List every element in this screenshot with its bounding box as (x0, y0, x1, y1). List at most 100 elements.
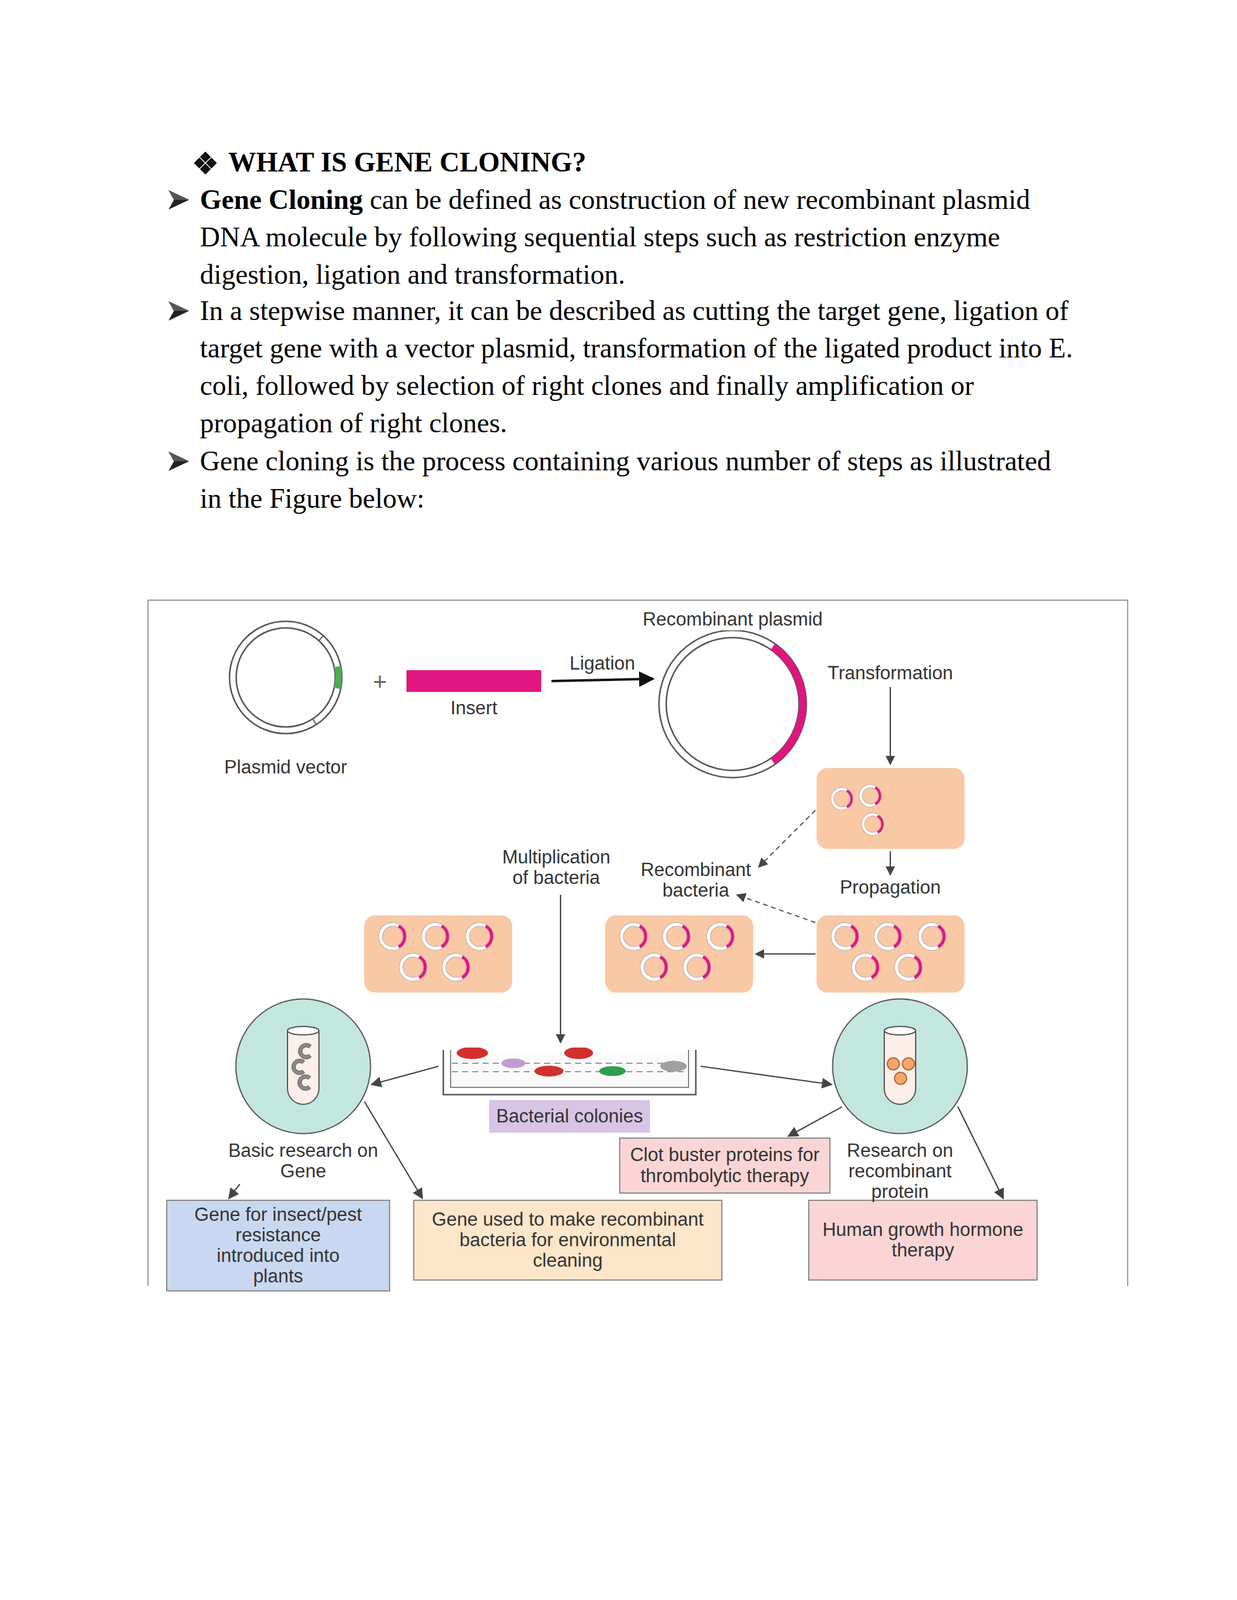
mini-plasmid (708, 924, 733, 949)
application-text: Gene used to make recombinant bacteria f… (427, 1209, 709, 1272)
bullet-arrow (168, 190, 190, 210)
gene-fragment (298, 1043, 312, 1060)
process-arrow (755, 953, 816, 955)
application-box: Gene for insect/pest resistance introduc… (166, 1200, 391, 1292)
application-box: Clot buster proteins for thrombolytic th… (619, 1137, 831, 1195)
body-text: In a stepwise manner, it can be describe… (199, 295, 1073, 439)
list-bullet (168, 301, 190, 321)
part-label: Recombinant plasmid (636, 608, 830, 631)
part-label: Plasmid vector (219, 756, 353, 779)
petri-dish: Bacterial colonies (442, 1047, 698, 1134)
connector-arrow (371, 1066, 439, 1085)
cut-site-tick (318, 636, 324, 641)
plasmid-inner (666, 637, 800, 771)
bacterial-colony (660, 1061, 687, 1073)
plasmid-ring (636, 630, 830, 782)
step-label: Transformation (827, 663, 953, 684)
bacterial-colony (456, 1047, 489, 1060)
label-wrap: Transformation (827, 663, 953, 684)
mini-plasmid (863, 814, 883, 835)
plasmid-group (229, 621, 342, 734)
plasmid-segment (334, 666, 342, 690)
dish-layer-line (451, 1063, 688, 1065)
application-box: Human growth hormone therapy (808, 1200, 1038, 1282)
label-wrap: + (372, 668, 387, 696)
body-text: Gene cloning is the process containing v… (199, 445, 1051, 515)
paragraph: In a stepwise manner, it can be describe… (199, 292, 1079, 443)
petri-dish-figure (442, 1047, 698, 1097)
mini-plasmid (896, 955, 921, 980)
application-text: Clot buster proteins for thrombolytic th… (625, 1145, 825, 1187)
mini-plasmid (423, 924, 448, 949)
connector-arrow (228, 1184, 240, 1199)
mini-plasmid (443, 955, 469, 980)
callout-leader (736, 895, 816, 923)
bacteria-box (816, 915, 965, 993)
plasmid-outer (229, 621, 342, 734)
bullet-arrow-facet (168, 190, 190, 200)
dish-layer-line (451, 1071, 688, 1073)
connector-arrow (551, 678, 653, 682)
mini-plasmid (860, 786, 881, 806)
research-figure (212, 998, 394, 1135)
gene-fragment (291, 1059, 305, 1076)
list-bullet (168, 190, 190, 210)
research-circle-shape (236, 999, 371, 1135)
label-wrap: Propagation (839, 877, 941, 899)
plasmid-group (658, 630, 807, 778)
mini-plasmid (832, 924, 858, 949)
process-arrow (889, 687, 891, 765)
protein-dot (902, 1058, 915, 1071)
test-tube (884, 1031, 916, 1105)
mini-plasmid (853, 955, 878, 980)
recombinant-plasmid: Recombinant plasmid (636, 608, 830, 782)
test-tube (287, 1031, 319, 1105)
insert-bar (406, 670, 542, 693)
mini-plasmid (621, 924, 646, 949)
callout-label: Recombinant bacteria (623, 860, 769, 902)
plus-sign: + (372, 668, 387, 696)
mini-plasmid (875, 924, 900, 949)
bacteria-box (816, 768, 965, 850)
title-block: WHAT IS GENE CLONING? (228, 143, 587, 182)
mini-plasmid (642, 955, 667, 980)
bullet-arrow-facet (168, 451, 190, 462)
bullet-arrow-facet (168, 301, 190, 312)
body-text: Gene Cloning (199, 184, 364, 216)
mini-plasmid (467, 924, 492, 949)
edge-label-wrap: Ligation (569, 653, 636, 675)
connector-arrow (700, 1066, 832, 1085)
label-wrap: Recombinant bacteria (623, 860, 769, 902)
plasmid-segment (770, 643, 807, 765)
insert-fragment: Insert (406, 670, 542, 720)
label-wrap: Multiplication of bacteria (497, 847, 616, 889)
research-figure (827, 998, 973, 1135)
mini-plasmid (832, 789, 852, 809)
mini-plasmid (664, 924, 689, 949)
plasmid-ring (219, 617, 353, 739)
test-tube-rim (884, 1026, 916, 1036)
title-bullet (193, 151, 217, 175)
plasmid-outer (658, 630, 807, 778)
plasmid-vector: Plasmid vector (219, 617, 353, 779)
bacterial-colony (599, 1066, 626, 1077)
page-title: WHAT IS GENE CLONING? (228, 143, 587, 182)
plasmid-inner (236, 628, 336, 728)
application-box: Gene used to make recombinant bacteria f… (413, 1200, 723, 1282)
gene-fragment (297, 1075, 311, 1091)
research-circle: Basic research on Gene (212, 998, 394, 1183)
process-arrow (889, 851, 891, 876)
bacteria-box (605, 915, 754, 993)
mini-plasmid (401, 955, 426, 980)
research-label: Research on recombinant protein (833, 1140, 967, 1203)
paragraph: Gene cloning is the process containing v… (199, 442, 1079, 518)
cut-site-tick (312, 719, 317, 725)
bacteria-box (364, 915, 513, 993)
bacterial-colony (534, 1066, 564, 1077)
bullet-arrow (168, 301, 190, 321)
protein-dot (887, 1058, 900, 1071)
test-tube-rim (287, 1026, 319, 1036)
application-text: Gene for insect/pest resistance introduc… (192, 1204, 365, 1288)
